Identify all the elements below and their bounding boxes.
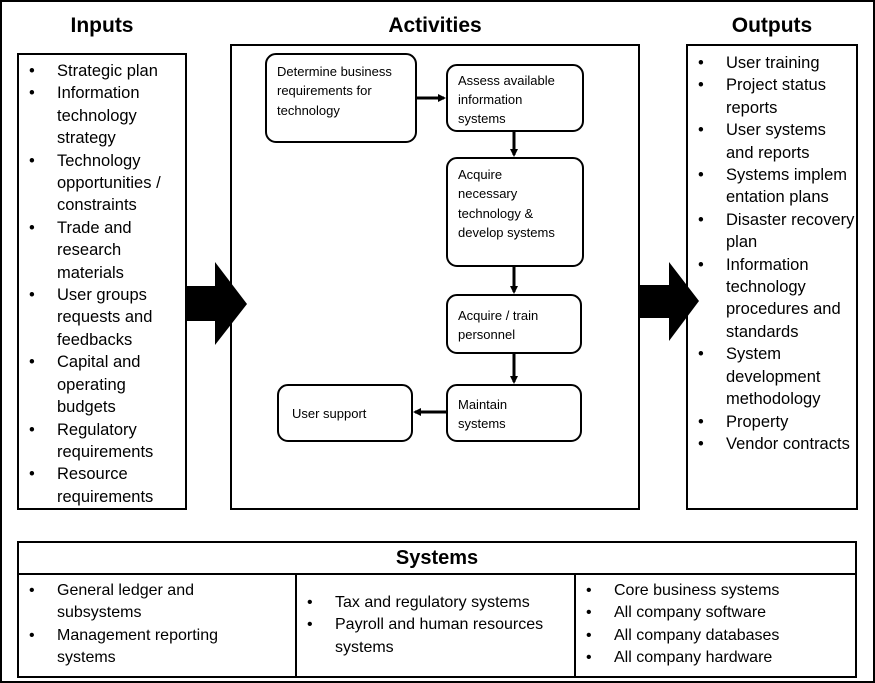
systems-item: Tax and regulatory systems [297,592,574,615]
systems-box: Systems General ledger and subsystems Ma… [17,541,857,678]
outputs-box: User training Project status reports Use… [686,44,858,510]
output-item: User systems and reports [688,119,856,164]
output-item: Information technology procedures and st… [688,254,856,344]
activities-heading: Activities [388,14,482,37]
inputs-box: Strategic plan Information technology st… [17,53,187,510]
node-assess-systems: Assess available information systems [446,64,584,132]
node-maintain-systems: Maintain systems [446,384,582,442]
systems-item: General ledger and subsystems [19,580,295,625]
systems-item: Payroll and human resources systems [297,614,574,659]
input-flow-arrow [186,262,247,345]
systems-item: Core business systems [576,580,857,603]
input-item: Strategic plan [19,60,185,83]
node-acquire-train-personnel: Acquire / train personnel [446,294,582,354]
input-item: Regulatory requirements [19,419,185,464]
systems-item: Management reporting systems [19,625,295,670]
systems-column-1: General ledger and subsystems Management… [19,575,297,676]
outputs-heading: Outputs [731,14,813,37]
output-item: Disaster recovery plan [688,209,856,254]
input-item: Technology opportunities / constraints [19,150,185,217]
node-determine-requirements: Determine business requirements for tech… [265,53,417,143]
systems-column-3: Core business systems All company softwa… [576,575,857,676]
output-flow-arrow [640,262,699,341]
output-item: Systems implementation plans [688,164,856,209]
inputs-heading: Inputs [70,14,134,37]
node-acquire-technology: Acquire necessary technology & develop s… [446,157,584,267]
node-user-support: User support [277,384,413,442]
input-item: Trade and research materials [19,217,185,284]
input-item: Resource requirements [19,463,185,508]
output-item: Project status reports [688,74,856,119]
systems-item: All company software [576,602,857,625]
systems-item: All company databases [576,625,857,648]
systems-column-2: Tax and regulatory systems Payroll and h… [297,575,576,676]
output-item: System development methodology [688,343,856,410]
systems-item: All company hardware [576,647,857,670]
output-item: User training [688,52,856,75]
input-item: Capital and operating budgets [19,351,185,418]
output-item: Vendor contracts [688,433,856,456]
input-item: User groups requests and feedbacks [19,284,185,351]
systems-heading: Systems [19,543,855,575]
output-item: Property [688,411,856,434]
input-item: Information technology strategy [19,82,185,149]
